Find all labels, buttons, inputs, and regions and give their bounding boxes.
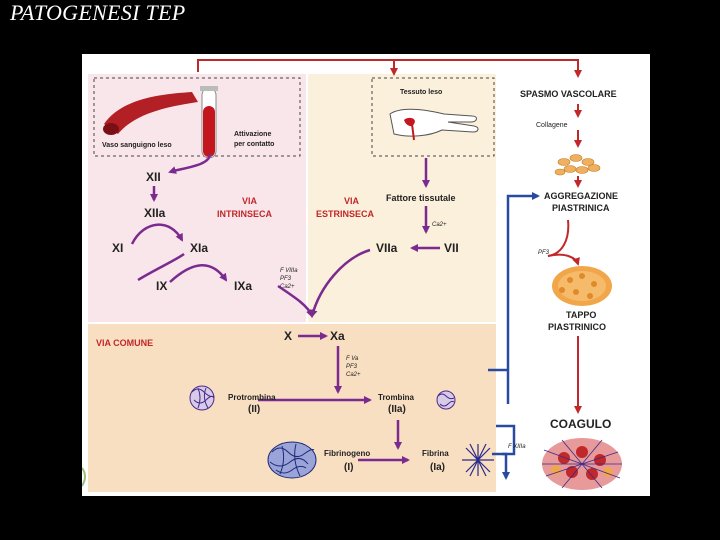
factor-xii: XII [146,170,161,184]
clot-icon [542,438,622,490]
factor-viia: VIIa [376,241,398,255]
activation-label-line2: per contatto [234,141,274,148]
prothrombin-label: Protrombina [228,393,276,402]
intrinsic-cofactor-1: F VIIIa [280,268,298,274]
test-tube-icon [200,86,218,159]
zone-edge-left [82,467,86,487]
activation-label-line1: Attivazione [234,131,271,138]
tissue-box [371,77,495,157]
spasm-label: SPASMO VASCOLARE [520,89,617,99]
aggregation-label-line2: PIASTRINICA [552,203,610,213]
factor-xiia: XIIa [144,206,166,220]
common-cofactor-1: F Va [346,356,359,362]
factor-x: X [284,329,292,343]
fibrinogen-label: Fibrinogeno [324,449,370,458]
factor-xia: XIa [190,241,208,255]
fibrin-molecule-icon [462,443,494,477]
intrinsic-title-line1: VIA [242,196,258,206]
fibrinogen-molecule-icon [267,441,317,479]
extrinsic-arrows [309,158,440,318]
aggregation-label-line1: AGGREGAZIONE [544,191,618,201]
right-column-arrows [547,104,582,414]
thrombin-number: (IIa) [388,404,406,415]
platelet-plug-icon [552,266,612,306]
diagram-canvas: Vaso sanguigno leso Attivazione per cont… [82,59,622,492]
common-cofactor-3: Ca2+ [346,372,361,378]
feedback-arrows [488,192,540,480]
clot-label: COAGULO [550,417,611,431]
common-cofactor-2: PF3 [346,364,358,370]
fibrin-label: Fibrina [422,449,449,458]
prothrombin-molecule-icon [189,385,215,411]
factor-ix: IX [156,279,167,293]
intrinsic-cofactor-3: Ca2+ [280,284,295,290]
thrombin-label: Trombina [378,393,415,402]
f13-label: F XIIIa [508,444,526,450]
tissue-label: Tessuto leso [400,89,442,96]
collagen-label: Collagene [536,122,568,129]
intrinsic-title-line2: INTRINSECA [217,209,273,219]
common-title: VIA COMUNE [96,338,153,348]
injured-hand-icon [389,108,479,141]
coagulation-diagram: Vaso sanguigno leso Attivazione per cont… [82,54,650,496]
extrinsic-calcium: Ca2+ [432,222,447,228]
thrombin-molecule-icon [436,390,456,410]
slide-title: PATOGENESI TEP [10,0,186,25]
vessel-label: Vaso sanguigno leso [102,142,172,149]
extrinsic-title-line1: VIA [344,196,360,206]
tissue-factor: Fattore tissutale [386,193,456,203]
prothrombin-number: (II) [248,404,260,415]
factor-xa: Xa [330,329,345,343]
factor-vii: VII [444,241,459,255]
vessel-lumen-icon [103,123,119,135]
factor-ixa: IXa [234,279,252,293]
pf3-label: PF3 [538,250,550,256]
extrinsic-title-line2: ESTRINSECA [316,209,375,219]
fibrinogen-number: (I) [344,462,353,473]
plug-label-line1: TAPPO [566,310,596,320]
vessel-box [93,77,301,157]
plug-label-line2: PIASTRINICO [548,322,606,332]
platelets-icon [554,154,601,176]
damaged-vessel-icon [104,92,198,134]
top-connectors [197,59,582,78]
intrinsic-cofactor-2: PF3 [280,276,292,282]
fibrin-number: (Ia) [430,462,445,473]
common-arrows [258,332,410,464]
factor-xi: XI [112,241,123,255]
